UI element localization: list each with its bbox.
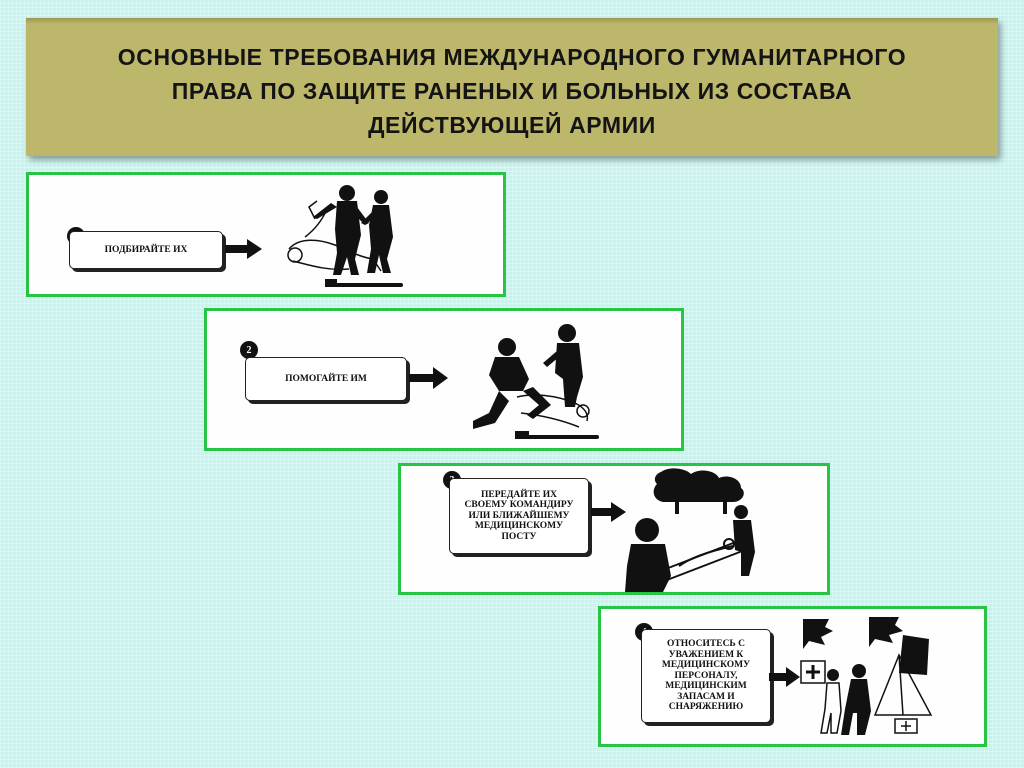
- step-text-line: УВАЖЕНИЕМ К: [669, 650, 744, 661]
- step-text-line: СНАРЯЖЕНИЮ: [669, 702, 744, 713]
- step-text-line: ПЕРСОНАЛУ,: [674, 671, 737, 682]
- step-text-line: ПОСТУ: [501, 532, 536, 543]
- slide-title: ОСНОВНЫЕ ТРЕБОВАНИЯ МЕЖДУНАРОДНОГО ГУМАН…: [118, 40, 907, 142]
- step-text-box: ПОМОГАЙТЕ ИМ: [245, 357, 407, 401]
- title-line-2: ПРАВА ПО ЗАЩИТЕ РАНЕНЫХ И БОЛЬНЫХ ИЗ СОС…: [118, 74, 907, 108]
- step-text-line: СВОЕМУ КОМАНДИРУ: [465, 500, 574, 511]
- right-arrow-icon: [225, 239, 263, 259]
- right-arrow-icon: [591, 502, 627, 522]
- step-text-line: ЗАПАСАМ И: [677, 692, 734, 703]
- step-text-line: МЕДИЦИНСКОМУ: [662, 660, 750, 671]
- right-arrow-icon: [769, 667, 801, 687]
- title-line-1: ОСНОВНЫЕ ТРЕБОВАНИЯ МЕЖДУНАРОДНОГО ГУМАН…: [118, 40, 907, 74]
- slide-header: ОСНОВНЫЕ ТРЕБОВАНИЯ МЕЖДУНАРОДНОГО ГУМАН…: [26, 18, 998, 156]
- step-text-line: ОТНОСИТЕСЬ С: [667, 639, 745, 650]
- step-text-line: ПЕРЕДАЙТЕ ИХ: [481, 490, 557, 501]
- step-text-box: ПОДБИРАЙТЕ ИХ: [69, 231, 223, 269]
- step-text-box: ОТНОСИТЕСЬ С УВАЖЕНИЕМ К МЕДИЦИНСКОМУ ПЕ…: [641, 629, 771, 723]
- step-text-line: ПОДБИРАЙТЕ ИХ: [105, 245, 188, 256]
- right-arrow-icon: [409, 367, 449, 389]
- medical-post-icon: [799, 615, 933, 739]
- soldiers-lifting-wounded-icon: [269, 179, 419, 295]
- step-text-line: МЕДИЦИНСКИМ: [665, 681, 747, 692]
- step-panel-3: 3 ПЕРЕДАЙТЕ ИХ СВОЕМУ КОМАНДИРУ ИЛИ БЛИЖ…: [398, 463, 830, 595]
- step-text-line: ИЛИ БЛИЖАЙШЕМУ: [468, 511, 569, 522]
- title-line-3: ДЕЙСТВУЮЩЕЙ АРМИИ: [118, 108, 907, 142]
- step-panel-4: 4 ОТНОСИТЕСЬ С УВАЖЕНИЕМ К МЕДИЦИНСКОМУ …: [598, 606, 987, 747]
- step-text-box: ПЕРЕДАЙТЕ ИХ СВОЕМУ КОМАНДИРУ ИЛИ БЛИЖАЙ…: [449, 478, 589, 554]
- step-text-line: МЕДИЦИНСКОМУ: [475, 521, 563, 532]
- step-text-line: ПОМОГАЙТЕ ИМ: [285, 374, 367, 385]
- soldiers-aiding-wounded-icon: [459, 317, 619, 447]
- step-panel-2: 2 ПОМОГАЙТЕ ИМ: [204, 308, 684, 451]
- step-panel-1: 1 ПОДБИРАЙТЕ ИХ: [26, 172, 506, 297]
- stretcher-carry-icon: [623, 466, 773, 592]
